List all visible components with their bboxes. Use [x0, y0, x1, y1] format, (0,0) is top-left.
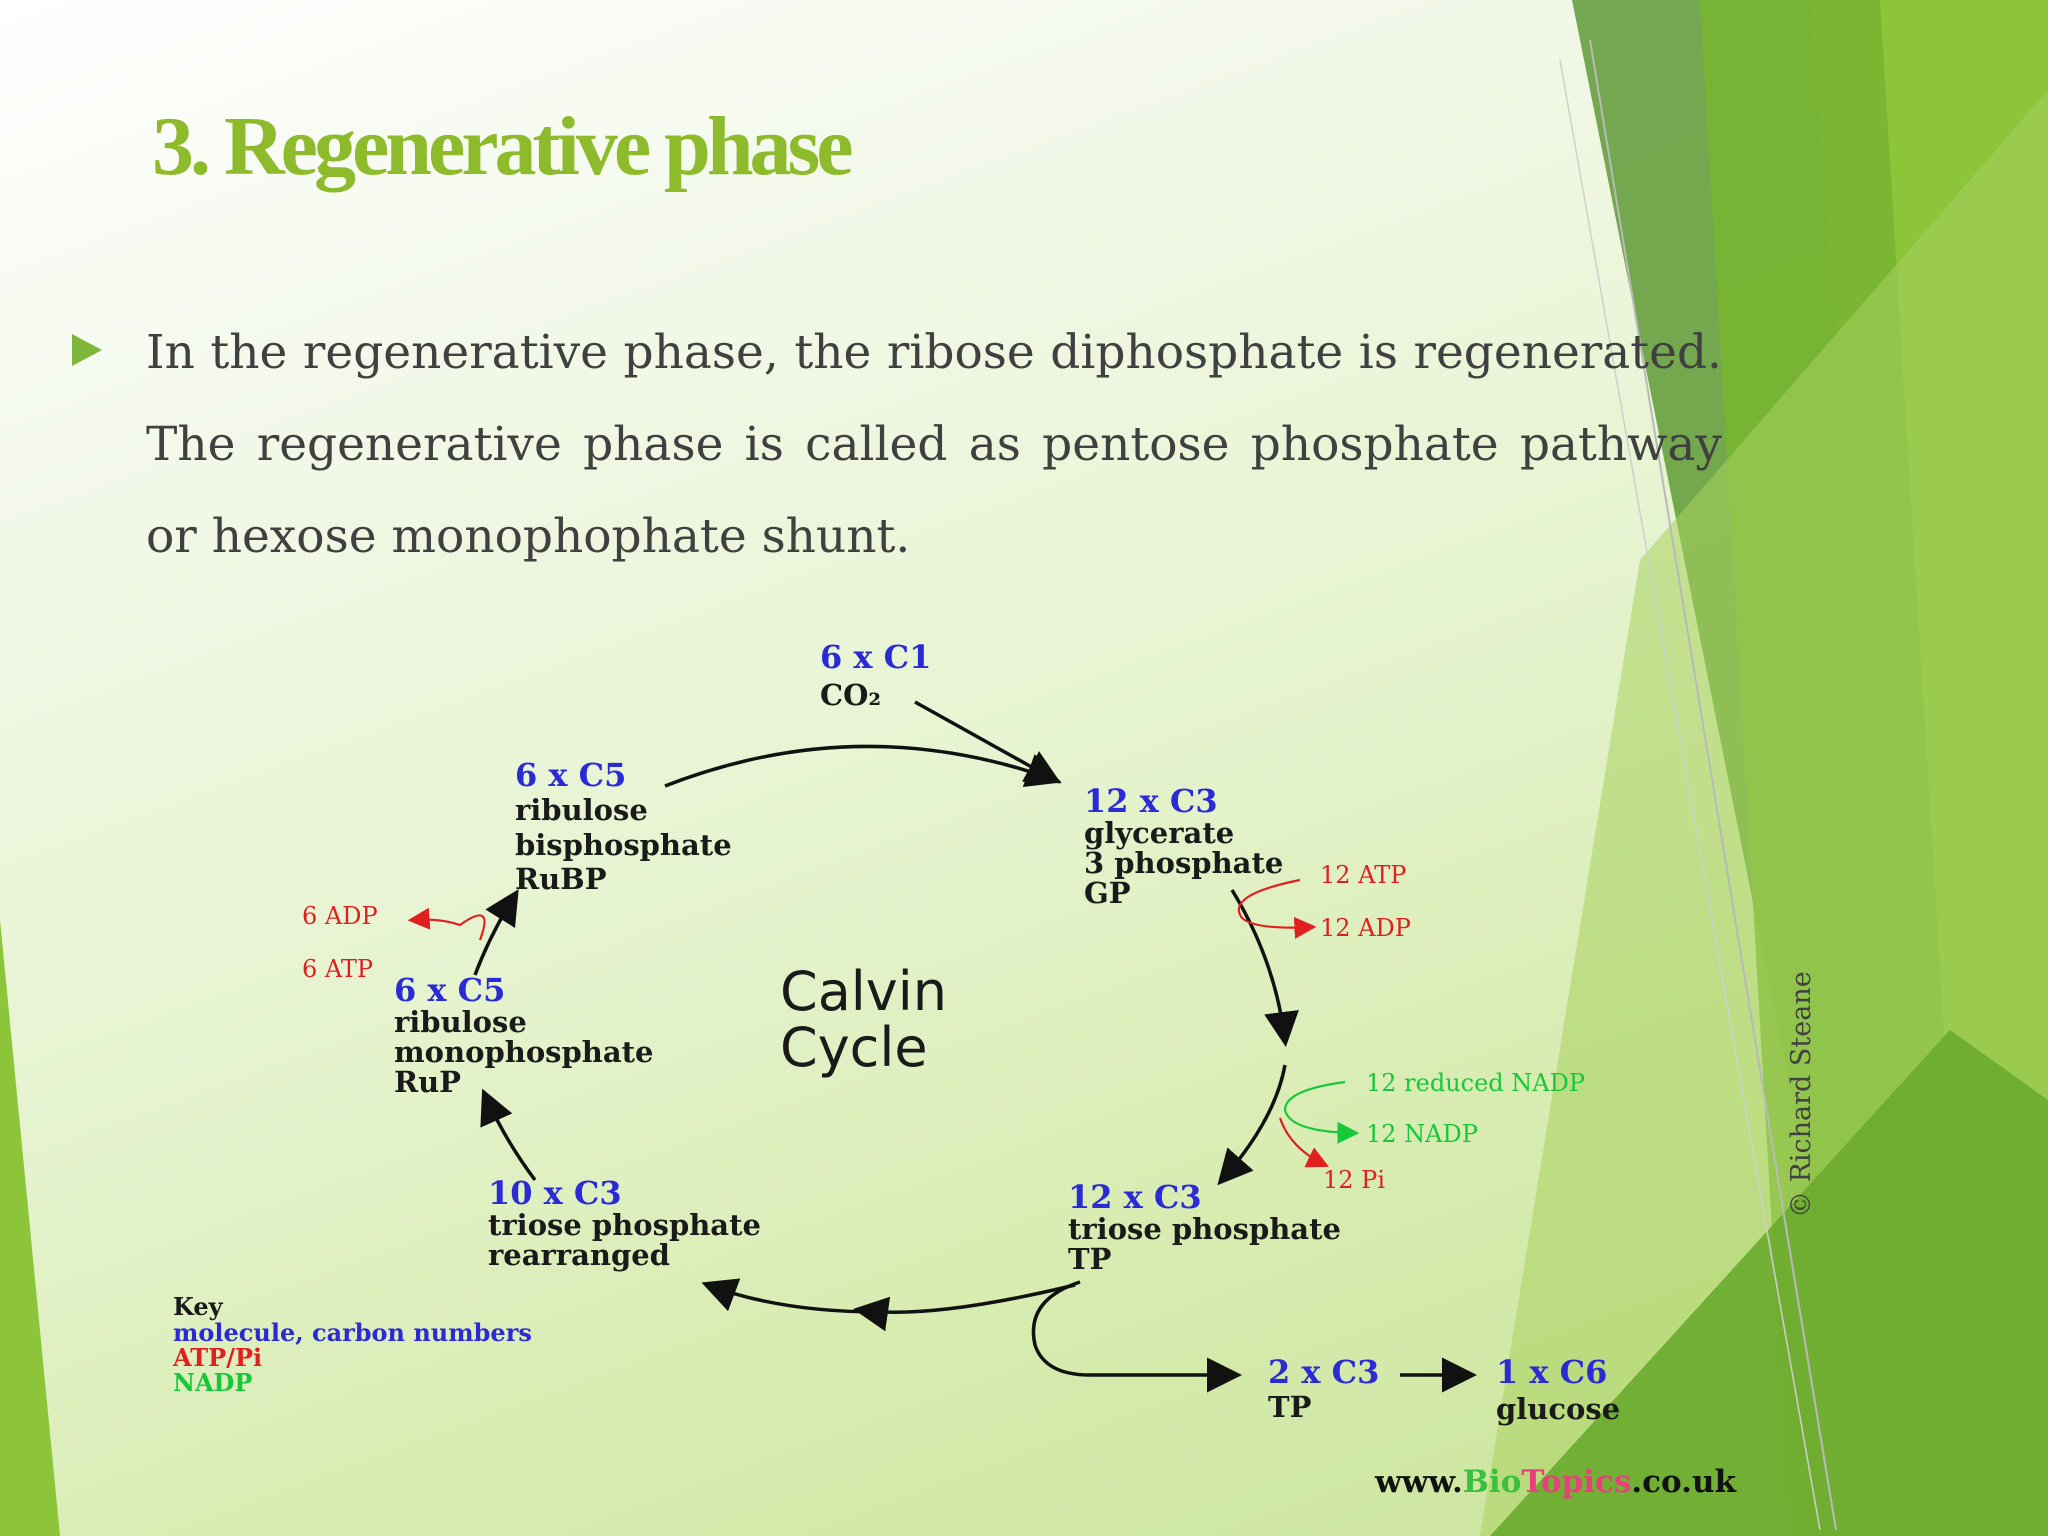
key-atp: ATP/Pi [172, 1343, 262, 1372]
slide-title: 3. Regenerative phase [152, 100, 854, 193]
copyright-credit: © Richard Steane [1786, 971, 1817, 1218]
node-glucose-count: 1 x C6 [1496, 1353, 1607, 1391]
arrow-gp-down [1230, 889, 1299, 1047]
node-rup-count: 6 x C5 [394, 971, 505, 1009]
arrow-to-tp12 [1217, 1064, 1287, 1186]
arrow-tp10-to-rup [480, 1088, 537, 1182]
node-tp2-count: 2 x C3 [1268, 1353, 1379, 1391]
node-rubp-count: 6 x C5 [515, 756, 626, 794]
node-co2-count: 6 x C1 [820, 638, 931, 676]
node-co2-label: CO₂ [820, 678, 881, 712]
website-url: www.BioTopics.co.uk [1374, 1464, 1737, 1500]
arrow-tp10-continue [701, 1278, 881, 1314]
arrow-rup-to-rubp [473, 889, 519, 976]
label-pi12: 12 Pi [1323, 1166, 1385, 1194]
arrow-atp6-to-adp6 [407, 907, 486, 941]
arrow-pi12 [1278, 1117, 1329, 1168]
label-nadp12: 12 NADP [1366, 1120, 1478, 1148]
node-rup-line2: monophosphate [394, 1035, 654, 1069]
arrow-nadph12 [1283, 1080, 1360, 1144]
node-tp12-line1: triose phosphate [1068, 1212, 1341, 1246]
node-gp-count: 12 x C3 [1084, 782, 1218, 820]
node-tp10-line2: rearranged [488, 1238, 670, 1272]
node-gp: 12 x C3 glycerate 3 phosphate GP [1084, 782, 1283, 910]
label-atp6: 6 ATP [302, 955, 373, 983]
node-tp10-count: 10 x C3 [488, 1174, 622, 1212]
node-tp2-line1: TP [1268, 1390, 1312, 1424]
diagram-key: Key molecule, carbon numbers ATP/Pi NADP [172, 1292, 532, 1397]
bullet-text: In the regenerative phase, the ribose di… [146, 325, 1722, 564]
node-gp-line3: GP [1084, 876, 1131, 910]
arrow-rubp-to-gp [664, 744, 1062, 788]
node-tp12-count: 12 x C3 [1068, 1178, 1202, 1216]
node-glucose: 1 x C6 glucose [1496, 1353, 1620, 1426]
key-title: Key [173, 1292, 224, 1321]
bullet-arrow-icon [72, 334, 102, 366]
website-brand2: Topics [1521, 1464, 1631, 1500]
node-tp2: 2 x C3 TP [1268, 1353, 1379, 1424]
arrow-tp12-to-tp10 [853, 1283, 1076, 1332]
label-atp12: 12 ATP [1320, 861, 1406, 889]
node-glucose-line1: glucose [1496, 1392, 1620, 1426]
node-gp-line1: glycerate [1084, 816, 1234, 850]
node-tp10: 10 x C3 triose phosphate rearranged [488, 1174, 761, 1272]
arrow-co2-to-gp [914, 700, 1062, 784]
arrow-atp12 [1237, 878, 1317, 939]
node-rubp-line1: ribulose [515, 793, 648, 827]
node-tp12-line2: TP [1068, 1242, 1112, 1276]
node-co2: 6 x C1 CO₂ [820, 638, 931, 712]
center-title-line1: Calvin [780, 960, 947, 1023]
node-rubp-line3: RuBP [515, 862, 607, 896]
key-molecule: molecule, carbon numbers [173, 1318, 532, 1347]
key-nadp: NADP [173, 1368, 252, 1397]
node-gp-line2: 3 phosphate [1084, 846, 1283, 880]
label-adp12: 12 ADP [1320, 914, 1411, 942]
arrow-tp12-to-tp2 [1031, 1280, 1242, 1393]
node-rubp: 6 x C5 ribulose bisphosphate RuBP [515, 756, 732, 896]
node-tp10-line1: triose phosphate [488, 1208, 761, 1242]
website-brand1: Bio [1463, 1464, 1522, 1500]
node-rup: 6 x C5 ribulose monophosphate RuP [394, 971, 654, 1099]
label-nadph12: 12 reduced NADP [1366, 1069, 1585, 1097]
center-title-line2: Cycle [780, 1016, 928, 1079]
website-prefix: www. [1374, 1464, 1463, 1500]
node-rup-line1: ribulose [394, 1005, 527, 1039]
node-rup-line3: RuP [394, 1065, 461, 1099]
node-tp12: 12 x C3 triose phosphate TP [1068, 1178, 1341, 1276]
label-adp6: 6 ADP [302, 902, 378, 930]
website-suffix: .co.uk [1631, 1464, 1737, 1500]
node-rubp-line2: bisphosphate [515, 828, 732, 862]
